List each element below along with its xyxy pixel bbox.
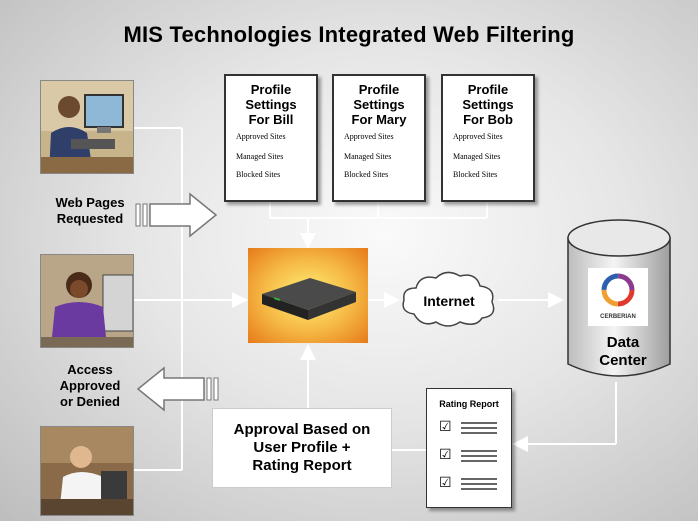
person-at-computer-icon: [41, 427, 133, 515]
approval-rule-box: Approval Based on User Profile + Rating …: [212, 408, 392, 488]
data-center-label: Data Center: [599, 334, 647, 369]
approval-line-2: User Profile +: [253, 439, 351, 456]
checklist-row: ☑: [439, 475, 497, 491]
checkbox-icon: ☑: [439, 475, 452, 491]
checklist-row: ☑: [439, 447, 497, 463]
diagram-title: MIS Technologies Integrated Web Filterin…: [123, 22, 575, 47]
user-photo-1: [40, 80, 134, 174]
internet-cloud-icon: [402, 271, 495, 327]
access-result-label: Access Approved or Denied: [59, 362, 121, 409]
rating-report-document: Rating Report ☑ ☑ ☑: [426, 388, 512, 508]
cerberian-logo-icon: CERBERIAN: [588, 268, 648, 326]
request-arrow-icon: [135, 192, 218, 238]
report-checklist: ☑ ☑ ☑: [439, 419, 497, 491]
checklist-row: ☑: [439, 419, 497, 435]
appliance-box-icon: [262, 278, 356, 320]
rating-report-title: Rating Report: [439, 399, 499, 409]
web-pages-requested-label: Web Pages Requested: [55, 195, 125, 226]
checkbox-icon: ☑: [439, 447, 452, 463]
user-photo-3: [40, 426, 134, 516]
user-photo-2: [40, 254, 134, 348]
checkbox-icon: ☑: [439, 419, 452, 435]
person-at-computer-icon: [41, 255, 133, 347]
response-arrow-icon: [136, 366, 219, 412]
filter-appliance: [248, 248, 368, 343]
person-at-computer-icon: [41, 81, 133, 173]
approval-line-1: Approval Based on: [233, 421, 371, 438]
logo-text: CERBERIAN: [600, 314, 636, 320]
approval-line-3: Rating Report: [252, 457, 352, 474]
internet-label: Internet: [423, 293, 475, 309]
